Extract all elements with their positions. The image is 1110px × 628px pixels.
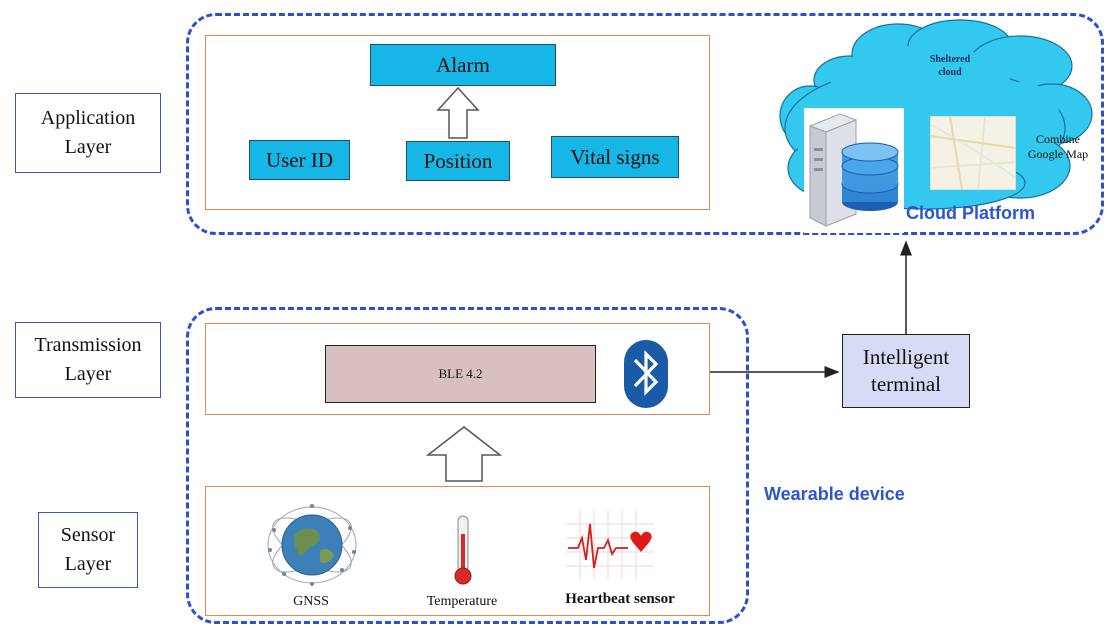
transmission-layer-label: Transmission Layer xyxy=(15,322,161,398)
thermometer-icon xyxy=(454,515,472,585)
combine-line-1: Combine xyxy=(1036,132,1080,146)
application-layer-line-1: Application xyxy=(40,107,136,129)
vital-signs-button[interactable]: Vital signs xyxy=(551,136,679,178)
sheltered-cloud-line-2: cloud xyxy=(938,67,962,78)
sheltered-cloud-line-1: Sheltered xyxy=(930,54,971,65)
alarm-label: Alarm xyxy=(436,52,490,77)
user-id-label: User ID xyxy=(265,147,334,172)
wearable-group xyxy=(186,307,749,624)
vital-signs-label: Vital signs xyxy=(570,144,660,169)
transmission-layer-line-1: Transmission xyxy=(34,334,142,356)
sensor-layer-label: Sensor Layer xyxy=(38,512,138,588)
temperature-label: Temperature xyxy=(426,594,498,609)
sensor-up-arrow-icon xyxy=(426,426,502,482)
user-id-button[interactable]: User ID xyxy=(249,140,350,180)
ble-box: BLE 4.2 xyxy=(325,345,596,403)
position-label: Position xyxy=(423,148,493,173)
cloud-platform-label: Cloud Platform xyxy=(906,203,1035,223)
heartbeat-sensor-label: Heartbeat sensor xyxy=(565,591,675,607)
up-arrow-icon xyxy=(436,86,480,139)
position-button[interactable]: Position xyxy=(406,141,510,181)
combine-line-2: Google Map xyxy=(1027,147,1089,161)
application-group xyxy=(186,13,1104,235)
sensor-layer-line-2: Layer xyxy=(64,553,112,575)
server-database-icon xyxy=(804,108,904,233)
intelligent-terminal-box[interactable]: Intelligent terminal xyxy=(842,334,970,408)
terminal-line-1: Intelligent xyxy=(862,344,950,369)
gnss-label: GNSS xyxy=(293,594,329,609)
wearable-device-label: Wearable device xyxy=(764,484,905,504)
application-layer-label: Application Layer xyxy=(15,93,161,173)
bluetooth-icon xyxy=(624,340,668,408)
alarm-button[interactable]: Alarm xyxy=(370,44,556,86)
application-layer-line-2: Layer xyxy=(64,136,112,158)
combine-google-map-label: Combine Google Map xyxy=(1012,132,1104,162)
transmission-layer-line-2: Layer xyxy=(64,363,112,385)
heartbeat-icon xyxy=(566,510,654,580)
gnss-globe-icon xyxy=(267,504,357,586)
sensor-layer-line-1: Sensor xyxy=(60,524,116,546)
ble-label: BLE 4.2 xyxy=(438,366,483,381)
terminal-line-2: terminal xyxy=(871,372,941,396)
map-thumbnail-icon xyxy=(930,116,1016,190)
